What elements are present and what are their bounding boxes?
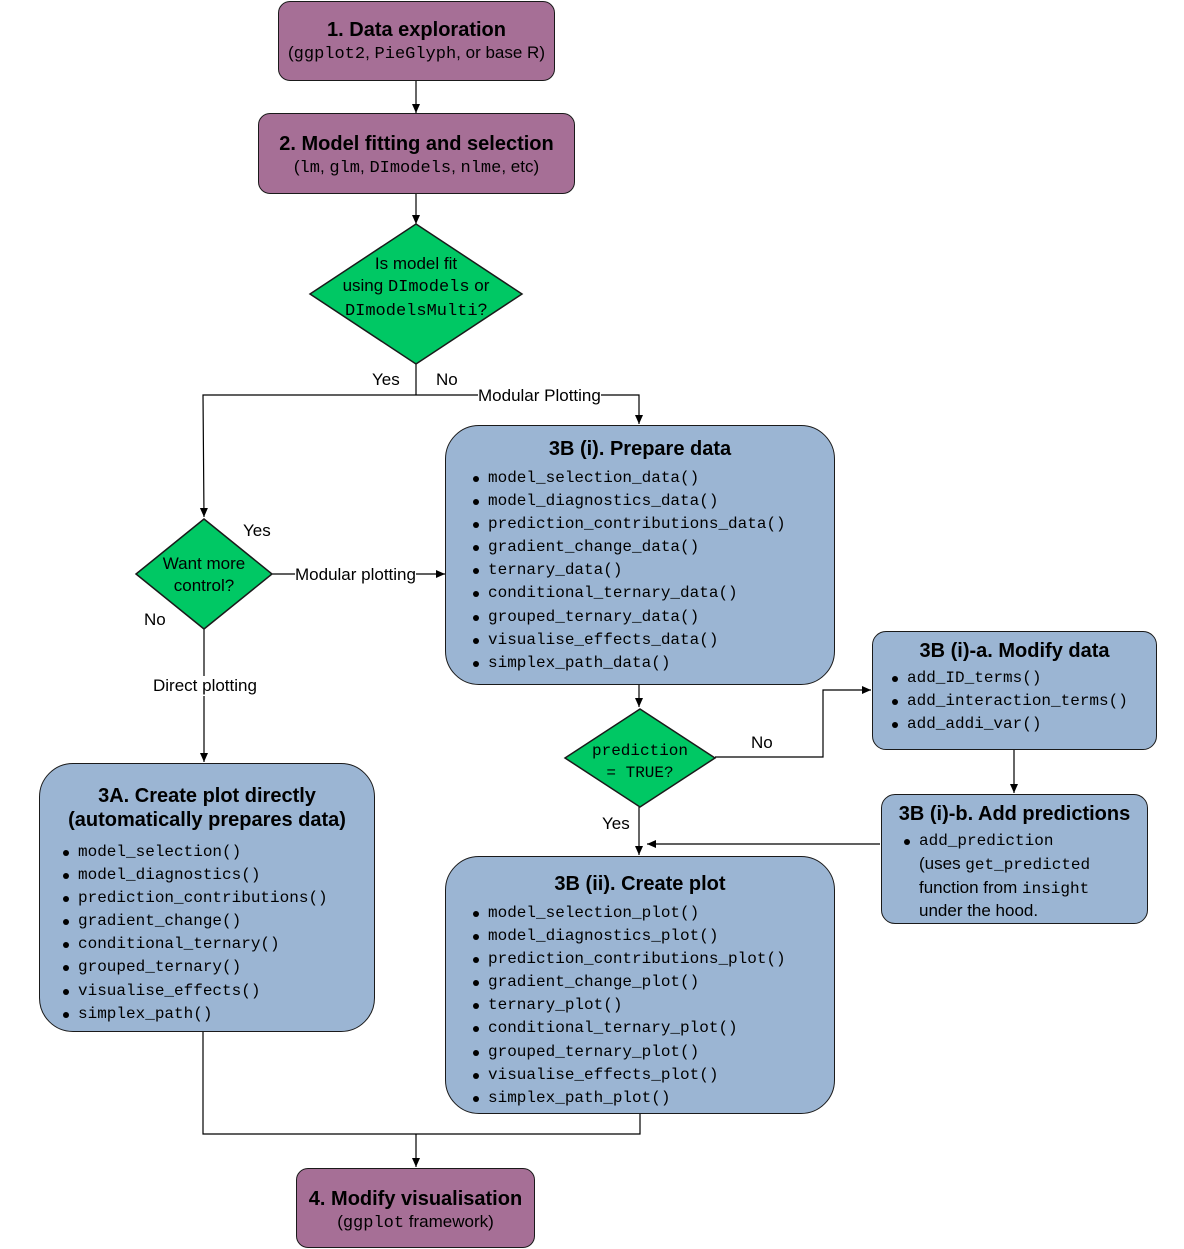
list-item: grouped_ternary(): [63, 956, 374, 979]
step-subtitle: (ggplot2, PieGlyph, or base R): [288, 43, 545, 64]
function-list: add_prediction: [882, 830, 1147, 853]
line-3a-to-merge: [202, 1032, 641, 1135]
decision-control-text: Want more control?: [162, 554, 246, 595]
list-item: model_diagnostics(): [63, 864, 374, 887]
list-item: simplex_path(): [63, 1003, 374, 1026]
step-title: 3B (i). Prepare data: [548, 438, 732, 460]
label-modular-plotting-1: Modular Plotting: [478, 386, 601, 406]
list-item: gradient_change(): [63, 910, 374, 933]
label-no-control: No: [144, 610, 166, 629]
list-item: ternary_data(): [473, 559, 834, 582]
step-title: 4. Modify visualisation: [308, 1188, 523, 1210]
label-no-prediction: No: [751, 733, 773, 752]
step-title: 1. Data exploration: [327, 19, 506, 41]
list-item: add_prediction: [904, 830, 1147, 853]
list-item: prediction_contributions_data(): [473, 513, 834, 536]
list-item: add_interaction_terms(): [892, 690, 1156, 713]
list-item: conditional_ternary(): [63, 933, 374, 956]
decision-prediction-text: prediction = TRUE?: [591, 742, 688, 782]
list-item: visualise_effects_plot(): [473, 1064, 834, 1087]
label-yes-dimodels: Yes: [372, 370, 400, 390]
step-create-plot: 3B (ii). Create plot model_selection_plo…: [445, 856, 835, 1114]
list-item: ternary_plot(): [473, 994, 834, 1017]
label-direct-plotting: Direct plotting: [153, 676, 257, 696]
function-list: model_selection() model_diagnostics() pr…: [40, 841, 374, 1026]
list-item: model_selection(): [63, 841, 374, 864]
step-title: 2. Model fitting and selection: [279, 133, 554, 155]
step-modify-visualisation: 4. Modify visualisation (ggplot framewor…: [296, 1168, 535, 1248]
step-subtitle: (lm, glm, DImodels, nlme, etc): [293, 157, 540, 178]
arrow-decision3-to-modify: [715, 686, 871, 758]
function-list: add_ID_terms() add_interaction_terms() a…: [873, 667, 1156, 736]
list-item: conditional_ternary_plot(): [473, 1017, 834, 1040]
list-item: model_selection_data(): [473, 467, 834, 490]
list-item: conditional_ternary_data(): [473, 582, 834, 605]
list-item: visualise_effects(): [63, 980, 374, 1003]
step-title: 3B (ii). Create plot: [554, 873, 726, 895]
list-item: add_addi_var(): [892, 713, 1156, 736]
step-create-plot-directly: 3A. Create plot directly (automatically …: [39, 763, 375, 1032]
label-modular-plotting-2: Modular plotting: [295, 565, 416, 585]
label-yes-prediction: Yes: [602, 814, 630, 834]
step-modify-data: 3B (i)-a. Modify data add_ID_terms() add…: [872, 631, 1157, 750]
list-item: model_selection_plot(): [473, 902, 834, 925]
step-title: 3B (i)-b. Add predictions: [898, 803, 1131, 825]
step-title-line2: (automatically prepares data): [68, 809, 346, 831]
list-item: gradient_change_plot(): [473, 971, 834, 994]
list-item: prediction_contributions(): [63, 887, 374, 910]
decision-dimodels-text: Is model fit using DImodels or DImodelsM…: [342, 254, 490, 321]
decision-diamond-control: [134, 518, 274, 630]
list-item: grouped_ternary_data(): [473, 606, 834, 629]
list-item: visualise_effects_data(): [473, 629, 834, 652]
decision-diamond-prediction: [563, 708, 717, 808]
list-item: prediction_contributions_plot(): [473, 948, 834, 971]
function-list: model_selection_data() model_diagnostics…: [446, 467, 834, 675]
decision-diamond-dimodels: [308, 223, 524, 365]
step-prepare-data: 3B (i). Prepare data model_selection_dat…: [445, 425, 835, 685]
list-item: simplex_path_data(): [473, 652, 834, 675]
list-item: simplex_path_plot(): [473, 1087, 834, 1110]
step-model-fitting: 2. Model fitting and selection (lm, glm,…: [258, 113, 575, 194]
arrow-yes-to-decision2: [199, 394, 416, 518]
list-item: gradient_change_data(): [473, 536, 834, 559]
label-no-dimodels: No: [436, 370, 458, 390]
list-item: add_ID_terms(): [892, 667, 1156, 690]
prediction-note: (uses get_predicted function from insigh…: [919, 854, 1091, 920]
step-add-predictions: 3B (i)-b. Add predictions add_prediction…: [881, 794, 1148, 924]
list-item: grouped_ternary_plot(): [473, 1041, 834, 1064]
list-item: model_diagnostics_plot(): [473, 925, 834, 948]
function-list: model_selection_plot() model_diagnostics…: [446, 902, 834, 1110]
step-title: 3A. Create plot directly: [98, 785, 316, 807]
step-subtitle: (ggplot framework): [337, 1212, 494, 1233]
step-title: 3B (i)-a. Modify data: [919, 640, 1110, 662]
label-yes-control: Yes: [243, 521, 271, 540]
list-item: model_diagnostics_data(): [473, 490, 834, 513]
step-data-exploration: 1. Data exploration (ggplot2, PieGlyph, …: [278, 1, 555, 81]
